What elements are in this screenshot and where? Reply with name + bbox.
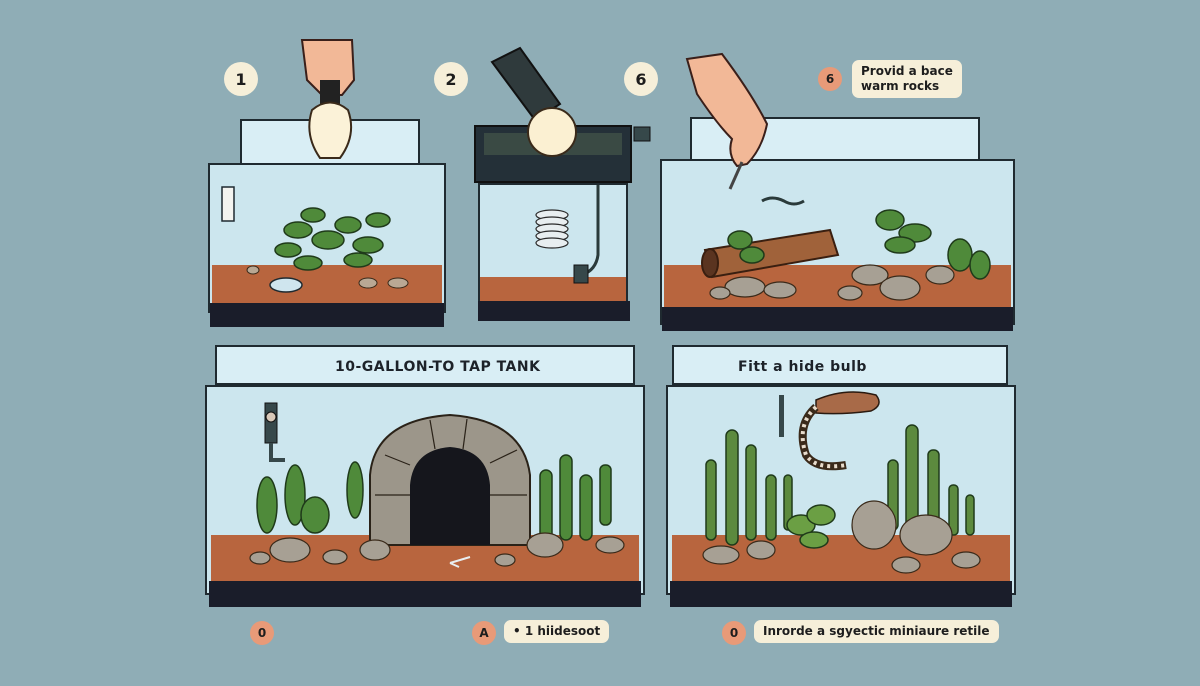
stone-hideout-icon	[249, 402, 625, 568]
tank-panel-5: Fitt a hide bulb	[666, 345, 1016, 613]
footer-label: Inrorde a sgyectic miniaure retile	[754, 620, 999, 643]
tank-banner-title: Fitt a hide bulb	[738, 359, 867, 375]
footer-label: • 1 hiidesoot	[504, 620, 610, 643]
step-label-line1: Provid a bace	[861, 64, 953, 78]
step-label-line2: warm rocks	[861, 79, 940, 93]
plant-icon	[221, 186, 409, 293]
step-badge-small: 6	[818, 67, 842, 91]
tank-base	[209, 581, 641, 607]
hand-placing-icon	[685, 52, 769, 190]
step-badge-2: 2	[434, 62, 468, 96]
lizard-and-cacti-icon	[702, 391, 981, 574]
tank-panel-2	[474, 125, 651, 335]
log-and-rocks-icon	[701, 196, 991, 301]
tank-base	[670, 581, 1012, 607]
tank-base	[478, 301, 630, 321]
tank-panel-3	[660, 115, 1015, 335]
coil-icon	[535, 126, 651, 284]
step-label: Provid a bace warm rocks	[852, 60, 962, 98]
tank-top-glass	[215, 345, 635, 385]
tank-base	[662, 307, 1013, 331]
substrate	[480, 277, 626, 303]
footer-badge: 0	[722, 621, 746, 645]
footer-badge-left: 0	[250, 621, 274, 645]
tank-banner-title: 10-GALLON-TO TAP TANK	[335, 359, 541, 375]
step-badge-1: 1	[224, 62, 258, 96]
tank-base	[210, 303, 444, 327]
tank-panel-4: 10-GALLON-TO TAP TANK	[205, 345, 645, 613]
heat-lamp-icon	[490, 46, 577, 157]
tank-top-glass	[672, 345, 1008, 385]
hand-with-bulb-icon	[300, 39, 356, 159]
footer-badge-right: A	[472, 621, 496, 645]
step-badge-3: 6	[624, 62, 658, 96]
tank-panel-1	[208, 115, 446, 333]
